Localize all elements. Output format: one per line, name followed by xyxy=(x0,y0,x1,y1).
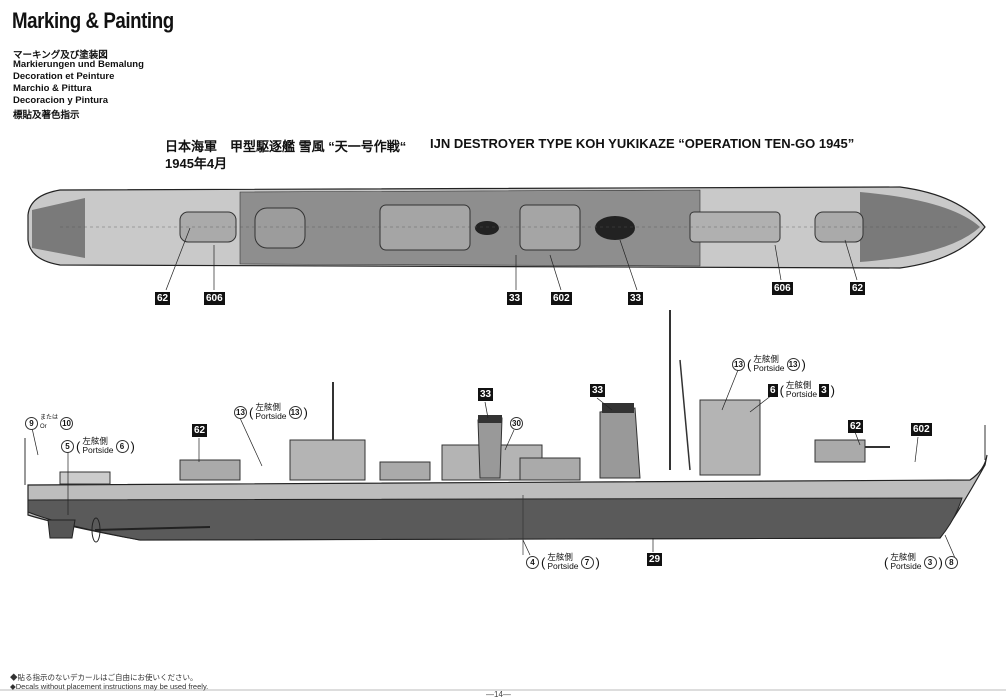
or-label-en: Or xyxy=(40,424,47,430)
scheme-date: 1945年4月 xyxy=(165,156,228,171)
decal-callout: 62 xyxy=(850,282,866,295)
decal-number: 6 xyxy=(115,439,129,453)
decal-callout: 606 xyxy=(772,282,793,295)
subtitle-jp: マーキング及び塗装図 xyxy=(13,50,108,61)
subtitle-cn: 標貼及著色指示 xyxy=(13,110,80,121)
decal-number: 4 xyxy=(526,555,539,569)
portside-en: Portside xyxy=(255,411,287,421)
decal-number: 8 xyxy=(944,555,958,569)
decal-number: 13 xyxy=(732,357,745,371)
decal-callout: 33 xyxy=(478,388,494,401)
subtitle-de: Markierungen und Bemalung xyxy=(13,59,144,70)
decal-callout: 33 xyxy=(507,292,523,305)
scheme-title-en: IJN DESTROYER TYPE KOH YUKIKAZE “OPERATI… xyxy=(430,136,855,151)
decal-callout: 29 xyxy=(647,553,663,566)
portside-en: Portside xyxy=(785,389,818,399)
page-title: Marking & Painting xyxy=(12,8,174,33)
decal-note-jp: ◆貼る指示のないデカールはご自由にお使いください。 xyxy=(10,673,198,682)
subtitle-fr: Decoration et Peinture xyxy=(13,71,115,82)
portside-en: Portside xyxy=(82,445,114,455)
top-view-ship xyxy=(27,186,986,269)
portside-jp: 左舷側 xyxy=(255,402,281,412)
decal-callout: 602 xyxy=(551,292,572,305)
decal-callout: 33 xyxy=(628,292,644,305)
scheme-title-jp: 日本海軍 甲型駆逐艦 雪風 “天一号作戦“ xyxy=(165,139,407,154)
decal-number: 9 xyxy=(25,416,38,430)
decal-number: 6 xyxy=(768,383,778,397)
decal-callout: 62 xyxy=(155,292,171,305)
decal-callout: 62 xyxy=(192,424,208,437)
decal-number: 7 xyxy=(580,555,594,569)
side-view-leader-lines xyxy=(31,369,956,559)
decal-note-en: ◆Decals without placement instructions m… xyxy=(10,682,209,691)
portside-en: Portside xyxy=(890,561,922,571)
portside-en: Portside xyxy=(547,561,579,571)
decal-callout: 33 xyxy=(590,384,606,397)
decal-number: 10 xyxy=(60,416,74,430)
portside-jp: 左舷側 xyxy=(890,552,916,562)
portside-jp: 左舷側 xyxy=(785,380,812,390)
decal-callout: 606 xyxy=(204,292,225,305)
decal-callout: 62 xyxy=(848,420,864,433)
decal-number: 13 xyxy=(786,357,800,371)
decal-number: 3 xyxy=(819,383,829,397)
decal-number: 13 xyxy=(234,405,247,419)
decal-callout: 602 xyxy=(911,423,932,436)
portside-jp: 左舷側 xyxy=(547,552,573,562)
portside-jp: 左舷側 xyxy=(753,354,779,364)
or-label-jp: または xyxy=(40,415,59,421)
side-view-ship xyxy=(24,310,988,555)
top-view-leader-lines xyxy=(165,227,858,291)
subtitle-es: Decoracion y Pintura xyxy=(13,95,109,106)
decal-number: 3 xyxy=(923,555,937,569)
decal-callout: 30 xyxy=(510,417,523,430)
portside-en: Portside xyxy=(753,363,785,373)
portside-jp: 左舷側 xyxy=(82,436,108,446)
page-number: —14— xyxy=(486,690,511,699)
decal-number: 5 xyxy=(61,439,74,453)
decal-number: 13 xyxy=(288,405,302,419)
callout-flag: 9 または Or 10 xyxy=(25,414,74,432)
subtitle-it: Marchio & Pittura xyxy=(13,83,92,94)
